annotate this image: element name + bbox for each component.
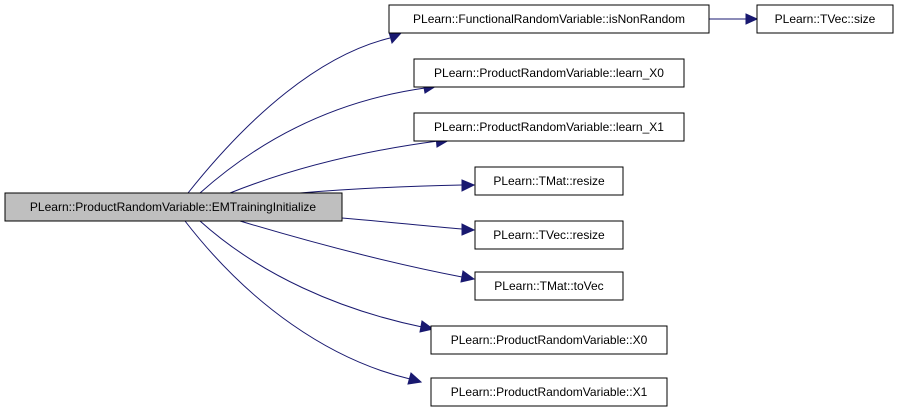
edge-arrow-X0 bbox=[419, 320, 435, 333]
edge-root-to-learn_X0 bbox=[199, 87, 426, 194]
node-tmat_resize-label: PLearn::TMat::resize bbox=[493, 174, 605, 188]
node-root-label: PLearn::ProductRandomVariable::EMTrainin… bbox=[30, 200, 316, 214]
edge-root-to-X1 bbox=[184, 220, 411, 380]
node-X0-label: PLearn::ProductRandomVariable::X0 bbox=[451, 333, 648, 347]
node-tvec_resize-box bbox=[474, 220, 624, 250]
node-tvec_size-label: PLearn::TVec::size bbox=[775, 12, 876, 26]
edge-root-to-tmat_resize bbox=[299, 184, 463, 194]
edge-root-to-learn_X1 bbox=[229, 140, 439, 194]
edge-arrow-isNonRandom bbox=[388, 31, 403, 45]
node-learn_X0-box bbox=[413, 58, 685, 88]
edge-root-to-X0 bbox=[199, 220, 423, 328]
node-X0[interactable]: PLearn::ProductRandomVariable::X0 bbox=[430, 325, 668, 355]
node-tvec_size[interactable]: PLearn::TVec::size bbox=[756, 4, 894, 34]
edge-root-to-tmat_toVec bbox=[239, 220, 463, 278]
node-isNonRandom-box bbox=[388, 4, 710, 34]
node-tmat_resize-box bbox=[474, 166, 624, 196]
edge-arrow-X1 bbox=[407, 372, 423, 385]
edge-arrow-tvec_size bbox=[745, 13, 759, 25]
edges bbox=[184, 13, 759, 385]
edge-root-to-isNonRandom bbox=[187, 37, 391, 194]
node-tmat_toVec[interactable]: PLearn::TMat::toVec bbox=[474, 271, 624, 301]
node-tvec_size-box bbox=[756, 4, 894, 34]
edge-arrow-tvec_resize bbox=[461, 223, 476, 236]
edge-arrow-tmat_toVec bbox=[460, 270, 476, 283]
node-tvec_resize[interactable]: PLearn::TVec::resize bbox=[474, 220, 624, 250]
node-tmat_toVec-box bbox=[474, 271, 624, 301]
node-tmat_resize[interactable]: PLearn::TMat::resize bbox=[474, 166, 624, 196]
node-tvec_resize-label: PLearn::TVec::resize bbox=[493, 228, 605, 242]
node-learn_X1-label: PLearn::ProductRandomVariable::learn_X1 bbox=[434, 120, 664, 134]
node-isNonRandom[interactable]: PLearn::FunctionalRandomVariable::isNonR… bbox=[388, 4, 710, 34]
node-X1-label: PLearn::ProductRandomVariable::X1 bbox=[451, 385, 648, 399]
node-learn_X0[interactable]: PLearn::ProductRandomVariable::learn_X0 bbox=[413, 58, 685, 88]
node-learn_X0-label: PLearn::ProductRandomVariable::learn_X0 bbox=[434, 66, 664, 80]
node-isNonRandom-label: PLearn::FunctionalRandomVariable::isNonR… bbox=[413, 12, 685, 26]
node-X1[interactable]: PLearn::ProductRandomVariable::X1 bbox=[430, 377, 668, 407]
node-X0-box bbox=[430, 325, 668, 355]
node-learn_X1-box bbox=[413, 112, 685, 142]
edge-arrow-tmat_resize bbox=[461, 179, 476, 192]
node-learn_X1[interactable]: PLearn::ProductRandomVariable::learn_X1 bbox=[413, 112, 685, 142]
node-tmat_toVec-label: PLearn::TMat::toVec bbox=[494, 279, 603, 293]
nodes: PLearn::ProductRandomVariable::EMTrainin… bbox=[4, 4, 894, 407]
node-root[interactable]: PLearn::ProductRandomVariable::EMTrainin… bbox=[4, 192, 343, 222]
node-root-box bbox=[4, 192, 343, 222]
edge-root-to-tvec_resize bbox=[341, 217, 463, 230]
node-X1-box bbox=[430, 377, 668, 407]
